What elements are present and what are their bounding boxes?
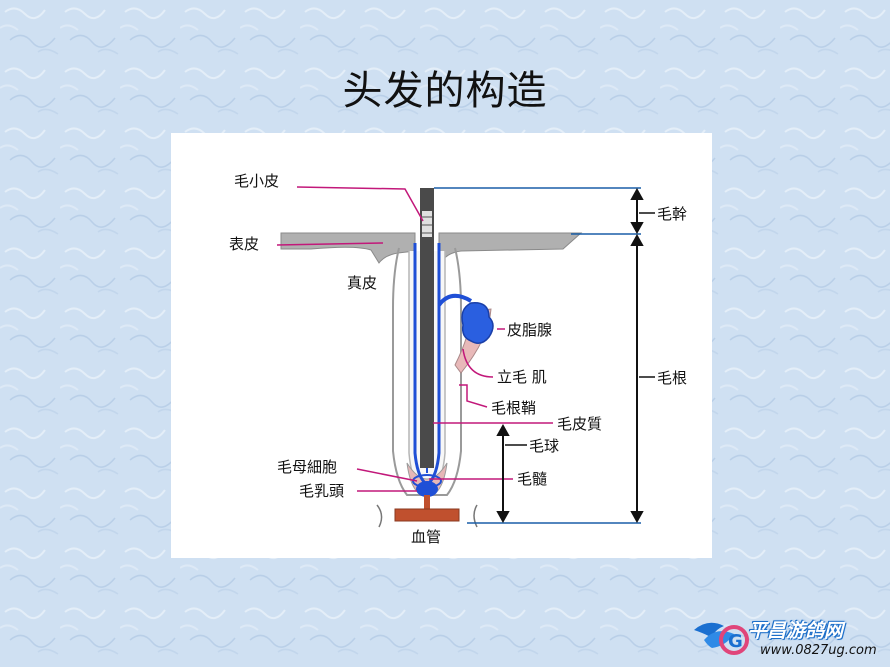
label-epidermis: 表皮: [229, 235, 259, 253]
bracket-root-arrow-down: [630, 511, 644, 524]
hair-cuticle-patch: [422, 211, 432, 237]
hair-shaft: [420, 188, 434, 468]
bracket-shaft-arrow-up: [630, 187, 644, 200]
sebaceous-gland: [461, 302, 494, 344]
label-hair-root: 毛根: [657, 369, 687, 387]
bracket-root-arrow-up: [630, 233, 644, 246]
leader-epidermis: [276, 242, 384, 246]
label-papilla: 毛乳頭: [299, 482, 344, 500]
leader-arrector: [462, 348, 494, 378]
label-cortex: 毛皮質: [557, 415, 602, 433]
dove-logo-icon: G: [694, 622, 749, 655]
blood-vessel: [394, 508, 460, 522]
hair-cortex-line-right: [427, 243, 441, 485]
bracket-shaft-arrow-down: [630, 222, 644, 235]
leader-matrix: [356, 468, 418, 482]
label-medulla: 毛髓: [517, 470, 547, 488]
label-cuticle: 毛小皮: [234, 172, 279, 190]
matrix-cells: [412, 474, 442, 488]
watermark-url: www.0827ug.com: [760, 643, 877, 658]
site-watermark: G 平昌游鸽网 www.0827ug.com: [690, 612, 885, 664]
bracket-bulb-arrow-down: [496, 511, 510, 524]
leader-cuticle: [296, 186, 424, 222]
label-blood-vessel: 血管: [411, 528, 441, 546]
tissue-wave-left: [376, 504, 383, 528]
sebaceous-gland-duct: [437, 293, 473, 307]
blood-vessel-stem: [424, 495, 430, 509]
label-hair-shaft: 毛幹: [657, 205, 687, 223]
hair-cortex-line-left: [413, 243, 427, 485]
svg-text:G: G: [728, 631, 743, 652]
label-dermis: 真皮: [347, 274, 377, 292]
bracket-bulb-arrow-up: [496, 423, 510, 436]
label-arrector-pili: 立毛 肌: [497, 368, 547, 386]
label-root-sheath: 毛根鞘: [491, 399, 536, 417]
epidermis-layer-right: [438, 232, 583, 265]
tissue-wave-right: [473, 504, 478, 528]
epidermis-layer: [280, 232, 416, 264]
leader-root-sheath: [459, 384, 488, 408]
page-title: 头发的构造: [342, 68, 548, 114]
watermark-site-name: 平昌游鸽网: [748, 620, 844, 642]
hair-structure-diagram: 毛小皮 表皮 真皮 皮脂腺 立毛 肌 毛根鞘 毛皮質 毛球 毛母細胞 毛髓 毛乳…: [171, 133, 712, 558]
label-hair-bulb: 毛球: [529, 437, 559, 455]
label-sebaceous-gland: 皮脂腺: [507, 321, 552, 339]
hair-papilla: [416, 481, 438, 497]
label-matrix-cells: 毛母細胞: [277, 458, 337, 476]
